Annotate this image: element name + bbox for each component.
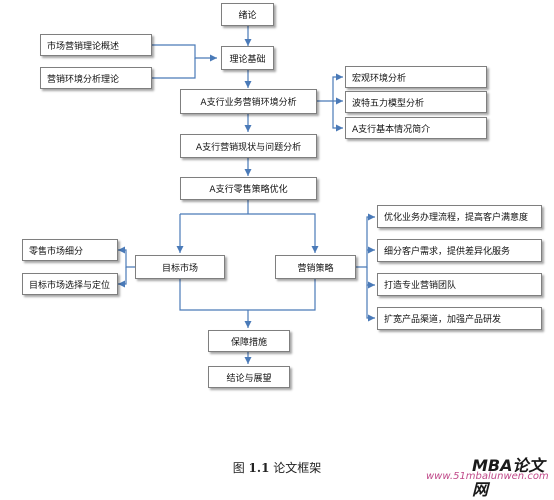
node-macro: 宏观环境分析 xyxy=(345,66,487,88)
arrow-select xyxy=(118,267,127,288)
node-intro: 绪论 xyxy=(221,3,274,26)
arrow-env-branches xyxy=(317,73,343,102)
node-strategy: 营销策略 xyxy=(275,255,356,279)
node-porter: 波特五力模型分析 xyxy=(345,91,487,113)
node-theory: 理论基础 xyxy=(221,46,274,70)
arrow-s1 xyxy=(356,213,375,268)
arrow-basic xyxy=(332,101,343,132)
arrow-optimize-strategy xyxy=(180,213,319,253)
node-segment: 零售市场细分 xyxy=(22,239,118,261)
arrow-segment xyxy=(118,246,135,268)
node-s1: 优化业务办理流程，提高客户满意度 xyxy=(377,205,542,228)
node-select: 目标市场选择与定位 xyxy=(22,273,118,295)
caption-number: 1.1 xyxy=(248,461,270,475)
line-strategy-down xyxy=(248,279,316,311)
node-status: A支行营销现状与问题分析 xyxy=(180,134,317,158)
node-optimize: A支行零售策略优化 xyxy=(180,177,317,200)
watermark-url: www.51mbalunwen.com xyxy=(426,471,549,482)
node-conclusion: 结论与展望 xyxy=(208,366,290,388)
node-target: 目标市场 xyxy=(135,255,225,279)
arrow-env-theory xyxy=(152,58,196,79)
figure-caption: 图 1.1 论文框架 xyxy=(0,459,554,476)
node-env-analysis: A支行业务营销环境分析 xyxy=(180,89,317,114)
flow-connectors xyxy=(118,26,375,364)
arrow-marketing-theory xyxy=(152,44,217,62)
node-marketing-theory: 市场营销理论概述 xyxy=(40,34,152,56)
line-target-down xyxy=(179,279,248,311)
node-s2: 细分客户需求，提供差异化服务 xyxy=(377,239,542,262)
arrow-s3 xyxy=(366,267,375,289)
caption-title: 论文框架 xyxy=(273,461,322,475)
arrow-s4 xyxy=(366,285,375,322)
node-s4: 扩宽产品渠道，加强产品研发 xyxy=(377,307,542,330)
node-s3: 打造专业营销团队 xyxy=(377,273,542,296)
node-guarantee: 保障措施 xyxy=(208,330,290,352)
caption-prefix: 图 xyxy=(232,461,245,475)
node-env-theory: 营销环境分析理论 xyxy=(40,67,152,89)
node-basic: A支行基本情况简介 xyxy=(345,117,487,139)
